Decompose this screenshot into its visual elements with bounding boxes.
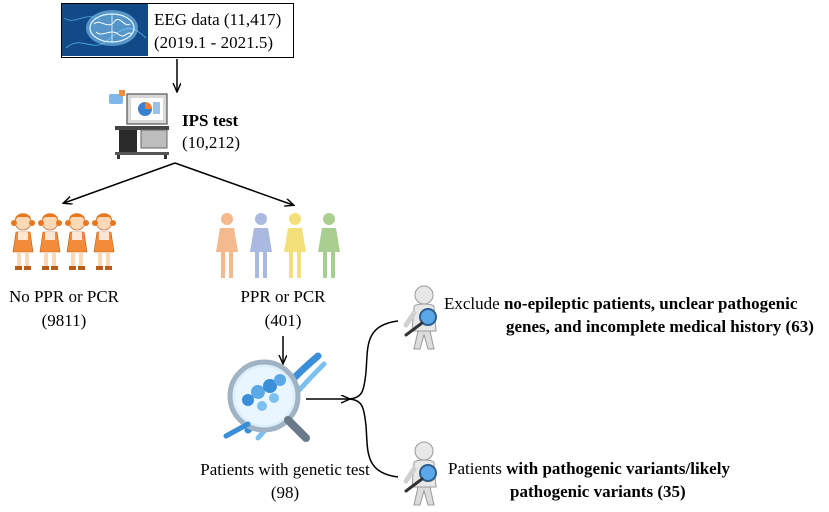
ppr-count: (401) [264,311,302,330]
arrow-to-ppr [174,162,293,205]
exclude-line2: genes, and incomplete medical history (6… [506,317,814,336]
no-ppr-count: (9811) [41,311,87,330]
ppr-label: PPR or PCR [240,287,326,306]
ips-count: (10,212) [182,133,241,152]
person-icon [250,213,272,278]
eeg-line1: EEG data (11,417) [154,10,282,29]
person-icon [216,213,238,278]
person-with-magnifier-icon [403,285,437,350]
computer-workstation-icon [109,90,169,159]
brain-icon [62,4,148,56]
branch-bracket [348,320,399,478]
pathogenic-line2: pathogenic variants (35) [510,482,686,501]
ips-title: IPS test [182,111,239,130]
person-with-magnifier-icon [403,441,437,506]
dna-magnifier-icon [223,352,327,442]
person-icon [284,213,306,278]
eeg-data-box: EEG data (11,417) (2019.1 - 2021.5) [61,3,294,58]
exclude-line1: Exclude no-epileptic patients, unclear p… [444,294,798,313]
genetic-count: (98) [270,483,300,502]
no-ppr-group-icons [10,208,120,278]
person-icon [318,213,340,278]
no-ppr-label: No PPR or PCR [8,287,120,306]
eeg-line2: (2019.1 - 2021.5) [154,33,273,52]
girl-icon [11,212,117,271]
pathogenic-line1: Patients with pathogenic variants/likely [448,459,730,478]
arrow-to-no-ppr [64,162,176,203]
genetic-label: Patients with genetic test [200,460,370,479]
ppr-group-icons [216,213,340,278]
